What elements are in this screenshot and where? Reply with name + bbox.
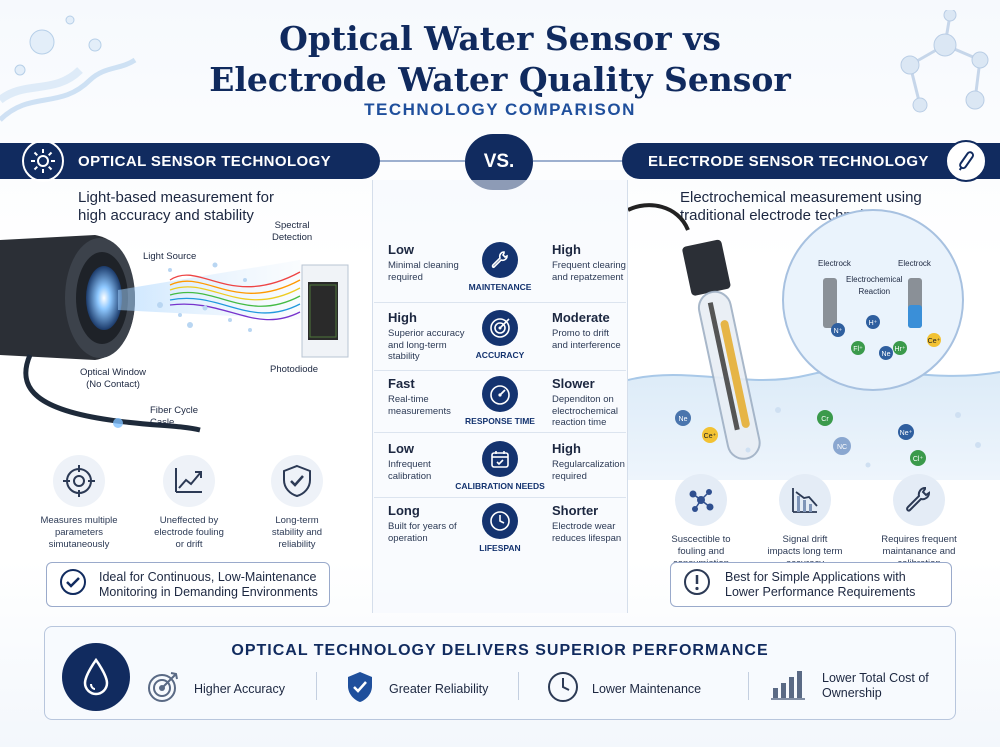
svg-text:NC: NC (837, 444, 847, 451)
svg-text:Fl⁺: Fl⁺ (853, 346, 863, 353)
comparison-row-maintenance: Low Minimal cleaning required MAINTENANC… (388, 242, 626, 292)
svg-text:Ne⁺: Ne⁺ (900, 430, 913, 437)
comparison-row-response-time: Fast Real-time measurements RESPONSE TIM… (388, 376, 618, 428)
clock-icon (546, 670, 580, 707)
exclamation-circle-icon (683, 568, 711, 601)
shield-check-icon (271, 455, 323, 507)
banner-connector-right (533, 160, 622, 162)
check-circle-icon (59, 568, 87, 601)
svg-text:Ne: Ne (882, 351, 891, 358)
summary-title: OPTICAL TECHNOLOGY DELIVERS SUPERIOR PER… (231, 642, 769, 659)
trend-down-icon (779, 474, 831, 526)
summary-panel (44, 626, 956, 720)
target-icon (482, 310, 518, 346)
svg-text:Ne: Ne (679, 416, 688, 423)
label-electrochemical-reaction: Electrochemical Reaction (846, 275, 903, 296)
label-light-source: Light Source (143, 251, 197, 262)
label-fiber-cable: Fiber Cycle Casle (150, 405, 199, 428)
comparison-row-lifespan: Long Built for years of operation LIFESP… (388, 503, 622, 553)
sun-icon (22, 140, 64, 182)
bar-chart-icon (770, 668, 806, 703)
target-icon (146, 670, 180, 707)
page-title: Optical Water Sensor vs Electrode Water … (209, 19, 791, 99)
comparison-divider (374, 302, 626, 303)
banner-connector-left (380, 160, 465, 162)
optical-banner: OPTICAL SENSOR TECHNOLOGY (0, 140, 380, 182)
label-photodiode: Photodiode (270, 364, 319, 375)
molecule-decoration (900, 10, 989, 113)
trend-up-icon (163, 455, 215, 507)
optical-intro: Light-based measurement for high accurac… (78, 189, 274, 224)
wrench-icon (893, 474, 945, 526)
target-icon (53, 455, 105, 507)
svg-text:Cl⁺: Cl⁺ (913, 456, 924, 463)
electrode-sensor-illustration: N⁺ H⁺ Fl⁺ Ne Hr⁺ Ce⁺ Ne Ce⁺ Cr NC Ne⁺ Cl… (628, 203, 1000, 480)
page-subtitle: TECHNOLOGY COMPARISON (364, 100, 636, 119)
optical-sensor-illustration (0, 235, 349, 433)
molecule-icon (675, 474, 727, 526)
benefit-divider (748, 672, 749, 700)
electrode-probe-icon (944, 140, 987, 182)
svg-text:Cr: Cr (821, 416, 829, 423)
label-electrode-right: Electrock (898, 259, 931, 268)
label-electrode-left: Electrock (818, 259, 851, 268)
water-splash-decoration (0, 15, 137, 122)
comparison-divider (374, 432, 626, 433)
svg-text:H⁺: H⁺ (869, 320, 878, 327)
wrench-icon (482, 242, 518, 278)
electrode-banner-label: ELECTRODE SENSOR TECHNOLOGY (648, 152, 929, 170)
benefit-lower-maintenance: Lower Maintenance (546, 670, 701, 707)
comparison-row-accuracy: High Superior accuracy and long-term sta… (388, 310, 621, 362)
calendar-icon (482, 441, 518, 477)
label-optical-window: Optical Window (No Contact) (80, 367, 146, 390)
svg-text:Hr⁺: Hr⁺ (894, 346, 905, 353)
comparison-divider (374, 370, 626, 371)
benefit-greater-reliability: Greater Reliability (345, 670, 488, 707)
clock-icon (482, 503, 518, 539)
comparison-row-calibration: Low Infrequent calibration CALIBRATION N… (388, 441, 625, 491)
water-drop-icon (62, 643, 130, 711)
electrode-banner: ELECTRODE SENSOR TECHNOLOGY (622, 140, 1000, 182)
optical-banner-label: OPTICAL SENSOR TECHNOLOGY (78, 152, 332, 170)
svg-text:Ce⁺: Ce⁺ (704, 433, 717, 440)
label-spectral-detection: Spectral Detection (272, 220, 313, 243)
benefit-higher-accuracy: Higher Accuracy (146, 670, 285, 707)
svg-text:N⁺: N⁺ (834, 328, 843, 335)
shield-check-icon (345, 670, 375, 707)
gauge-icon (482, 376, 518, 412)
comparison-divider (374, 497, 626, 498)
benefit-divider (316, 672, 317, 700)
svg-text:Ce⁺: Ce⁺ (928, 338, 941, 345)
benefit-divider (518, 672, 519, 700)
